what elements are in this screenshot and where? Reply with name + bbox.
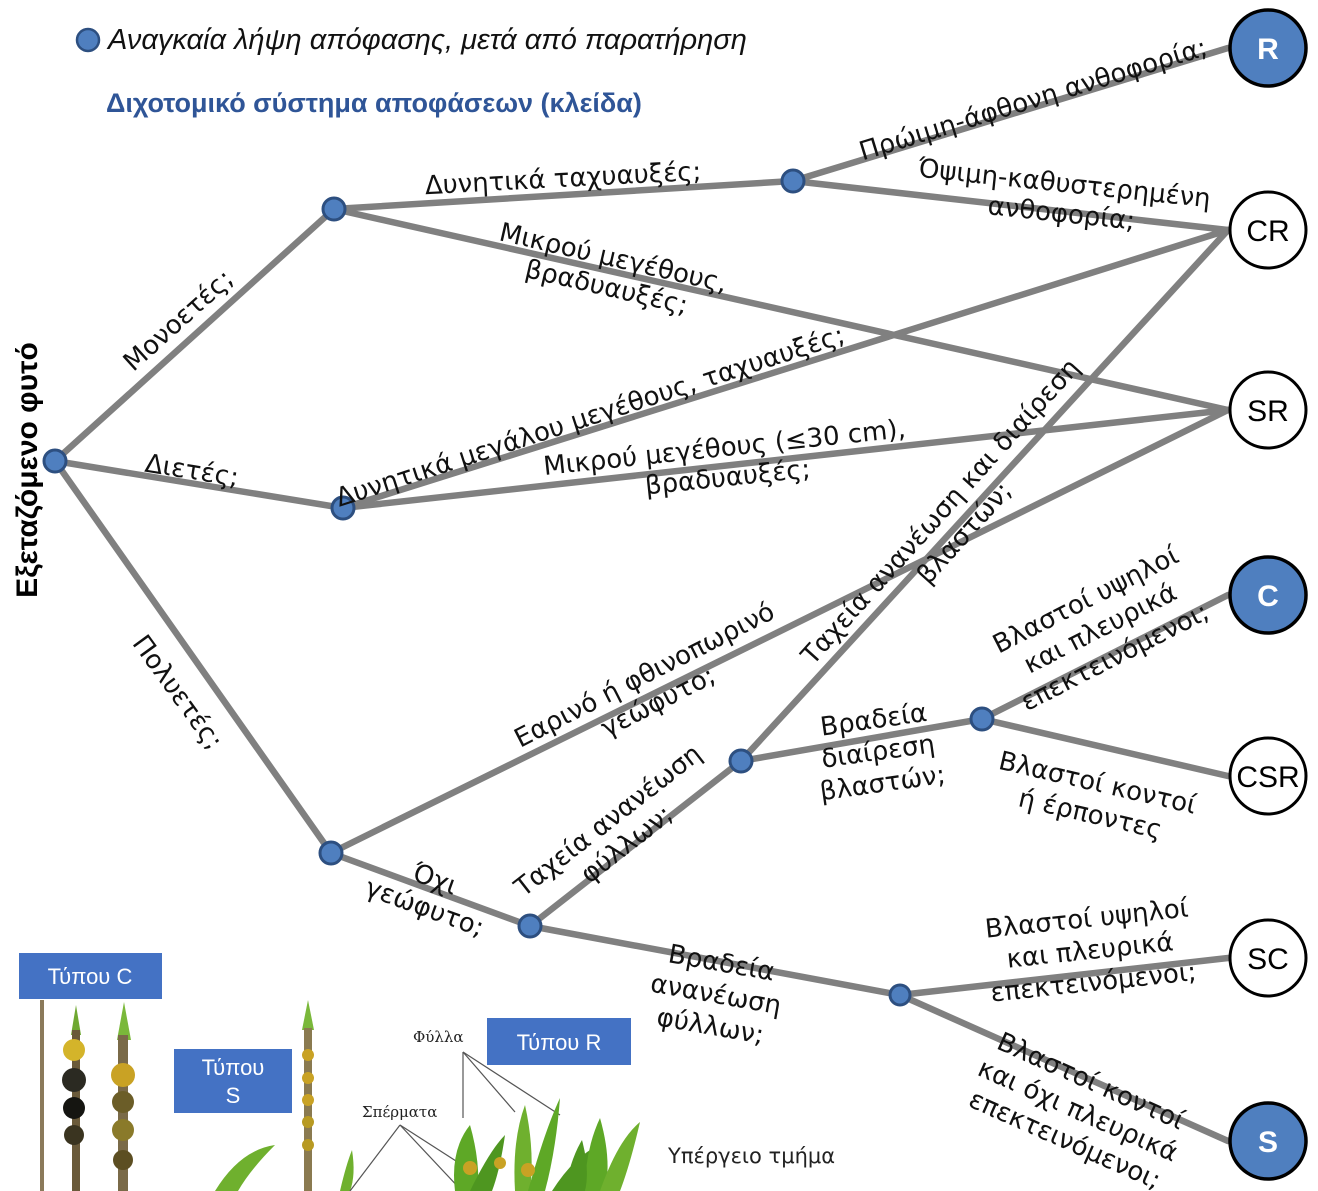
edge-fastleaf-slowshoot — [737, 715, 986, 765]
edges — [51, 44, 1232, 1145]
strategy-node-label: CR — [1246, 215, 1289, 248]
type-c-label: Τύπου C — [48, 964, 133, 989]
vertical-title: Εξεταζόμενο φυτό — [11, 342, 44, 598]
decision-node-fast-growth — [780, 168, 806, 194]
type-r-box — [487, 1018, 631, 1065]
strategy-node-circle — [1228, 190, 1308, 270]
strategy-nodes: R CR SR C CSR SC S — [1228, 8, 1308, 1181]
strategy-node-label: CSR — [1236, 761, 1299, 794]
branch-label-small-slow-1: Μικρού μεγέθους,βραδυαυξές; — [496, 218, 729, 321]
diagram-subtitle: Διχοτομικό σύστημα αποφάσεων (κλείδα) — [106, 88, 642, 118]
decision-node-mono — [321, 196, 347, 222]
decision-node-slow-shoot — [969, 706, 995, 732]
branch-label-poly: Πολυετές; — [126, 630, 229, 756]
branch-label-line: Πολυετές; — [126, 630, 229, 756]
branch-label-line: Πρώιμη-άφθονη ανθοφορία; — [856, 33, 1211, 168]
edge-poly-sr — [327, 406, 1232, 857]
branch-label-early: Πρώιμη-άφθονη ανθοφορία; — [856, 33, 1211, 168]
strategy-node-circle — [1228, 1101, 1308, 1181]
plant-type-r-illustration — [454, 1098, 640, 1191]
branch-labels: Μονοετές;Διετές;Πολυετές;Δυνητικά ταχυαυ… — [118, 33, 1214, 1191]
strategy-node-label: R — [1257, 33, 1279, 66]
edge-root-diet — [51, 457, 347, 512]
strategy-node-cr: CR — [1228, 190, 1308, 270]
leaves-label: Φύλλα — [413, 1028, 464, 1046]
seeds-label: Σπέρματα — [362, 1103, 437, 1121]
legend-text: Αναγκαία λήψη απόφασης, μετά από παρατήρ… — [106, 24, 747, 56]
plant-type-c-illustration — [40, 1000, 135, 1191]
edge-notgeo-slowleaf — [526, 922, 904, 999]
plant-type-s-illustration — [215, 1000, 354, 1191]
edge-diet-cr — [339, 226, 1232, 512]
edge-fast-r — [789, 44, 1232, 185]
edge-slowleaf-s — [896, 991, 1232, 1145]
branch-label-line: Εαρινό ή φθινοπωρινό — [510, 597, 780, 754]
type-s-box — [174, 1049, 292, 1113]
edge-notgeo-fastleaf — [526, 757, 745, 930]
plant-types-inset: Τύπου C Τύπου S Φύλλα Σπέρματα Τύ — [19, 953, 835, 1191]
branch-label-line: Ταχεία ανανέωση — [508, 739, 707, 904]
decision-node-not-geophyte — [517, 913, 543, 939]
strategy-node-label: C — [1257, 580, 1279, 613]
strategy-node-label: S — [1258, 1126, 1278, 1159]
decision-node-slow-leaf — [888, 983, 912, 1007]
aboveground-label: Υπέργειο τμήμα — [667, 1144, 835, 1168]
decision-node-root — [42, 448, 68, 474]
edge-slowleaf-sc — [896, 954, 1232, 999]
edge-root-mono — [51, 205, 338, 465]
branch-label-line: Μονοετές; — [118, 264, 240, 378]
decision-node-diet — [330, 495, 356, 521]
strategy-node-circle — [1228, 918, 1308, 998]
strategy-node-label: SR — [1247, 395, 1289, 428]
edge-mono-fast — [330, 177, 797, 213]
edge-fastleaf-cr — [737, 226, 1232, 765]
legend: Αναγκαία λήψη απόφασης, μετά από παρατήρ… — [75, 24, 747, 56]
strategy-node-s: S — [1228, 1101, 1308, 1181]
legend-node-icon — [75, 27, 101, 53]
edge-diet-sr — [339, 406, 1232, 512]
branch-label-mono: Μονοετές; — [118, 264, 240, 378]
edge-mono-sr — [330, 205, 1232, 414]
type-c-box — [19, 953, 162, 999]
decision-nodes — [42, 168, 995, 1007]
strategy-node-csr: CSR — [1228, 736, 1308, 816]
pointer-lines — [349, 1051, 561, 1191]
strategy-node-circle — [1228, 736, 1308, 816]
decision-node-fast-leaf — [728, 748, 754, 774]
strategy-node-r: R — [1228, 8, 1308, 88]
strategy-node-label: SC — [1247, 943, 1289, 976]
type-r-label: Τύπου R — [517, 1030, 602, 1055]
type-s-label-line2: S — [226, 1083, 241, 1108]
strategy-node-sc: SC — [1228, 918, 1308, 998]
edge-fast-cr — [789, 177, 1232, 234]
edge-slowshoot-csr — [978, 715, 1232, 780]
decision-node-poly — [318, 840, 344, 866]
strategy-node-circle — [1228, 8, 1308, 88]
strategy-node-c: C — [1228, 555, 1308, 635]
strategy-node-circle — [1228, 555, 1308, 635]
strategy-node-circle — [1228, 370, 1308, 450]
edge-slowshoot-c — [978, 591, 1232, 723]
edge-poly-notgeo — [327, 849, 534, 930]
type-s-label-line1: Τύπου — [202, 1055, 265, 1080]
edge-root-poly — [51, 457, 335, 857]
strategy-node-sr: SR — [1228, 370, 1308, 450]
